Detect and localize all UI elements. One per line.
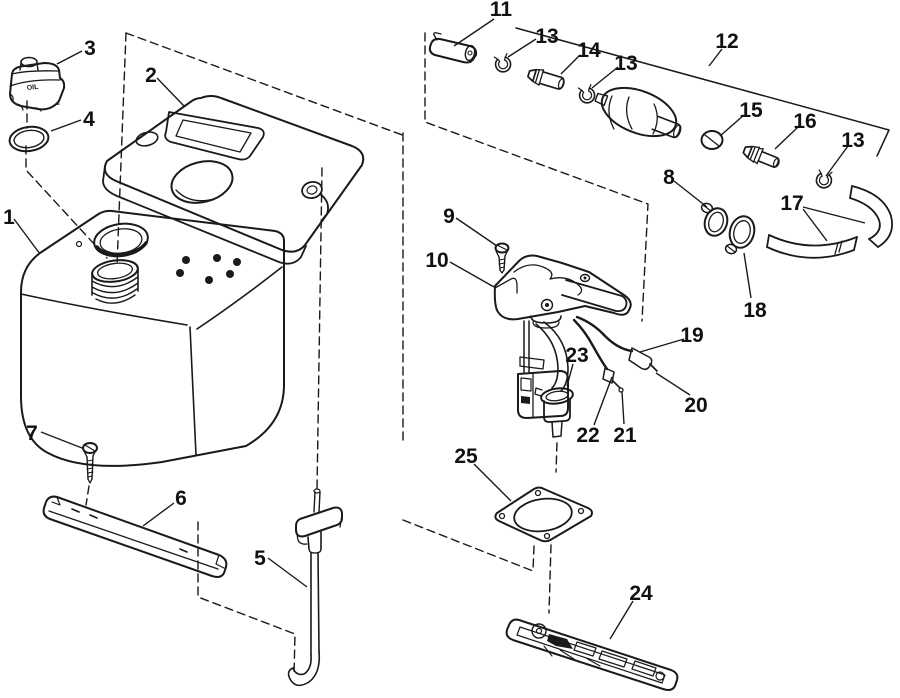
part-16-fitting (742, 145, 780, 168)
part-25-gasket (494, 486, 593, 543)
callout-leader-11-10 (453, 18, 495, 47)
callout-number-7-6: 7 (26, 422, 38, 445)
callout-number-18-19: 18 (743, 299, 767, 322)
callout-leader-16-16 (774, 126, 799, 150)
callout-leader-8-7 (673, 180, 708, 208)
part-15-plug (700, 130, 724, 150)
callout-number-25-26: 25 (454, 445, 478, 468)
part-6-mounting-bracket (42, 495, 228, 578)
callout-number-3-2: 3 (84, 37, 96, 60)
primer-bulb (594, 86, 682, 139)
callout-leader-3-2 (56, 50, 83, 65)
callout-number-19-20: 19 (680, 324, 703, 347)
wire-21-22 (572, 318, 624, 393)
callout-number-13-12: 13 (535, 25, 558, 48)
part-13-clamp-b (577, 84, 596, 104)
callout-leader-10-9 (449, 261, 495, 288)
part-24-mounting-plate (505, 618, 679, 691)
callout-leader-20-21 (655, 372, 691, 396)
callout-number-4-3: 4 (83, 108, 95, 131)
callout-number-24-25: 24 (629, 582, 653, 605)
part-5-gauge-rod (287, 488, 343, 687)
part-10-pump-assembly (493, 254, 658, 438)
callout-number-21-22: 21 (613, 424, 637, 447)
callout-number-5-4: 5 (254, 547, 266, 570)
callout-leader-23-24 (566, 363, 574, 387)
callout-leader-6-5 (142, 502, 175, 527)
part-14-connector (527, 68, 565, 90)
callout-number-8-7: 8 (663, 166, 675, 189)
part-3-filler-cap: OIL (9, 56, 66, 112)
callout-leader-24-25 (609, 600, 634, 640)
callout-leader-12-11 (708, 48, 723, 67)
callout-leader-21-22 (621, 391, 625, 425)
callout-leader-4-3 (50, 119, 82, 132)
callout-leader-17-18 (802, 208, 828, 242)
callout-number-13-14: 13 (614, 52, 637, 75)
callout-number-22-23: 22 (576, 424, 599, 447)
callout-number-13-17: 13 (841, 129, 864, 152)
callout-number-6-5: 6 (175, 487, 187, 510)
part-11-hose-sleeve (428, 32, 478, 64)
cover-grommet (301, 180, 329, 221)
callout-number-17-18: 17 (780, 192, 803, 215)
callout-number-15-15: 15 (739, 99, 763, 122)
part-9-screw (494, 242, 510, 274)
callout-number-12-11: 12 (715, 30, 738, 53)
part-23-clamp (534, 387, 574, 405)
cap-oil-text: OIL (26, 84, 39, 92)
part-13-clamp-a (493, 53, 512, 73)
callout-leader-19-20 (639, 338, 685, 353)
part-7-screw (82, 442, 98, 484)
callout-leader-15-15 (719, 114, 745, 137)
callout-leader-13-14 (591, 66, 619, 89)
callout-leader-25-26 (473, 463, 512, 502)
part-12-hose-kit-line (515, 27, 890, 157)
tank-vent-holes (176, 254, 241, 284)
part-18-hose-clamp (724, 215, 756, 255)
part-4-cap-gasket (8, 125, 50, 153)
callout-leader-13-17 (825, 145, 849, 177)
part-2-tank-cover (102, 95, 365, 265)
callout-leader-22-23 (593, 376, 613, 426)
callout-number-11-10: 11 (490, 0, 513, 21)
callout-leader-17-18 (802, 206, 866, 224)
callout-number-20-21: 20 (684, 394, 707, 417)
callout-leader-13-12 (507, 38, 537, 58)
callout-number-10-9: 10 (425, 249, 448, 272)
callout-leader-14-13 (560, 54, 581, 75)
part-13-clamp-c (815, 169, 833, 189)
part-17-hoses (766, 185, 893, 259)
callout-number-14-13: 14 (577, 39, 601, 62)
callout-number-23-24: 23 (565, 344, 588, 367)
callout-number-16-16: 16 (793, 110, 816, 133)
callout-leader-5-4 (267, 557, 308, 588)
callout-leader-2-1 (156, 77, 185, 107)
part-8-hose-clamp (700, 202, 729, 237)
callout-leader-9-8 (455, 217, 498, 247)
callout-number-1-0: 1 (3, 206, 15, 229)
assembly-dashed-lines (25, 32, 649, 676)
callout-leader-1-0 (13, 218, 41, 255)
callout-number-9-8: 9 (443, 205, 455, 228)
part-1-oil-tank (20, 209, 285, 467)
callout-leader-7-6 (40, 431, 83, 449)
wire-19-20 (575, 315, 658, 372)
callout-leader-18-19 (743, 252, 752, 299)
callout-number-2-1: 2 (145, 64, 157, 87)
